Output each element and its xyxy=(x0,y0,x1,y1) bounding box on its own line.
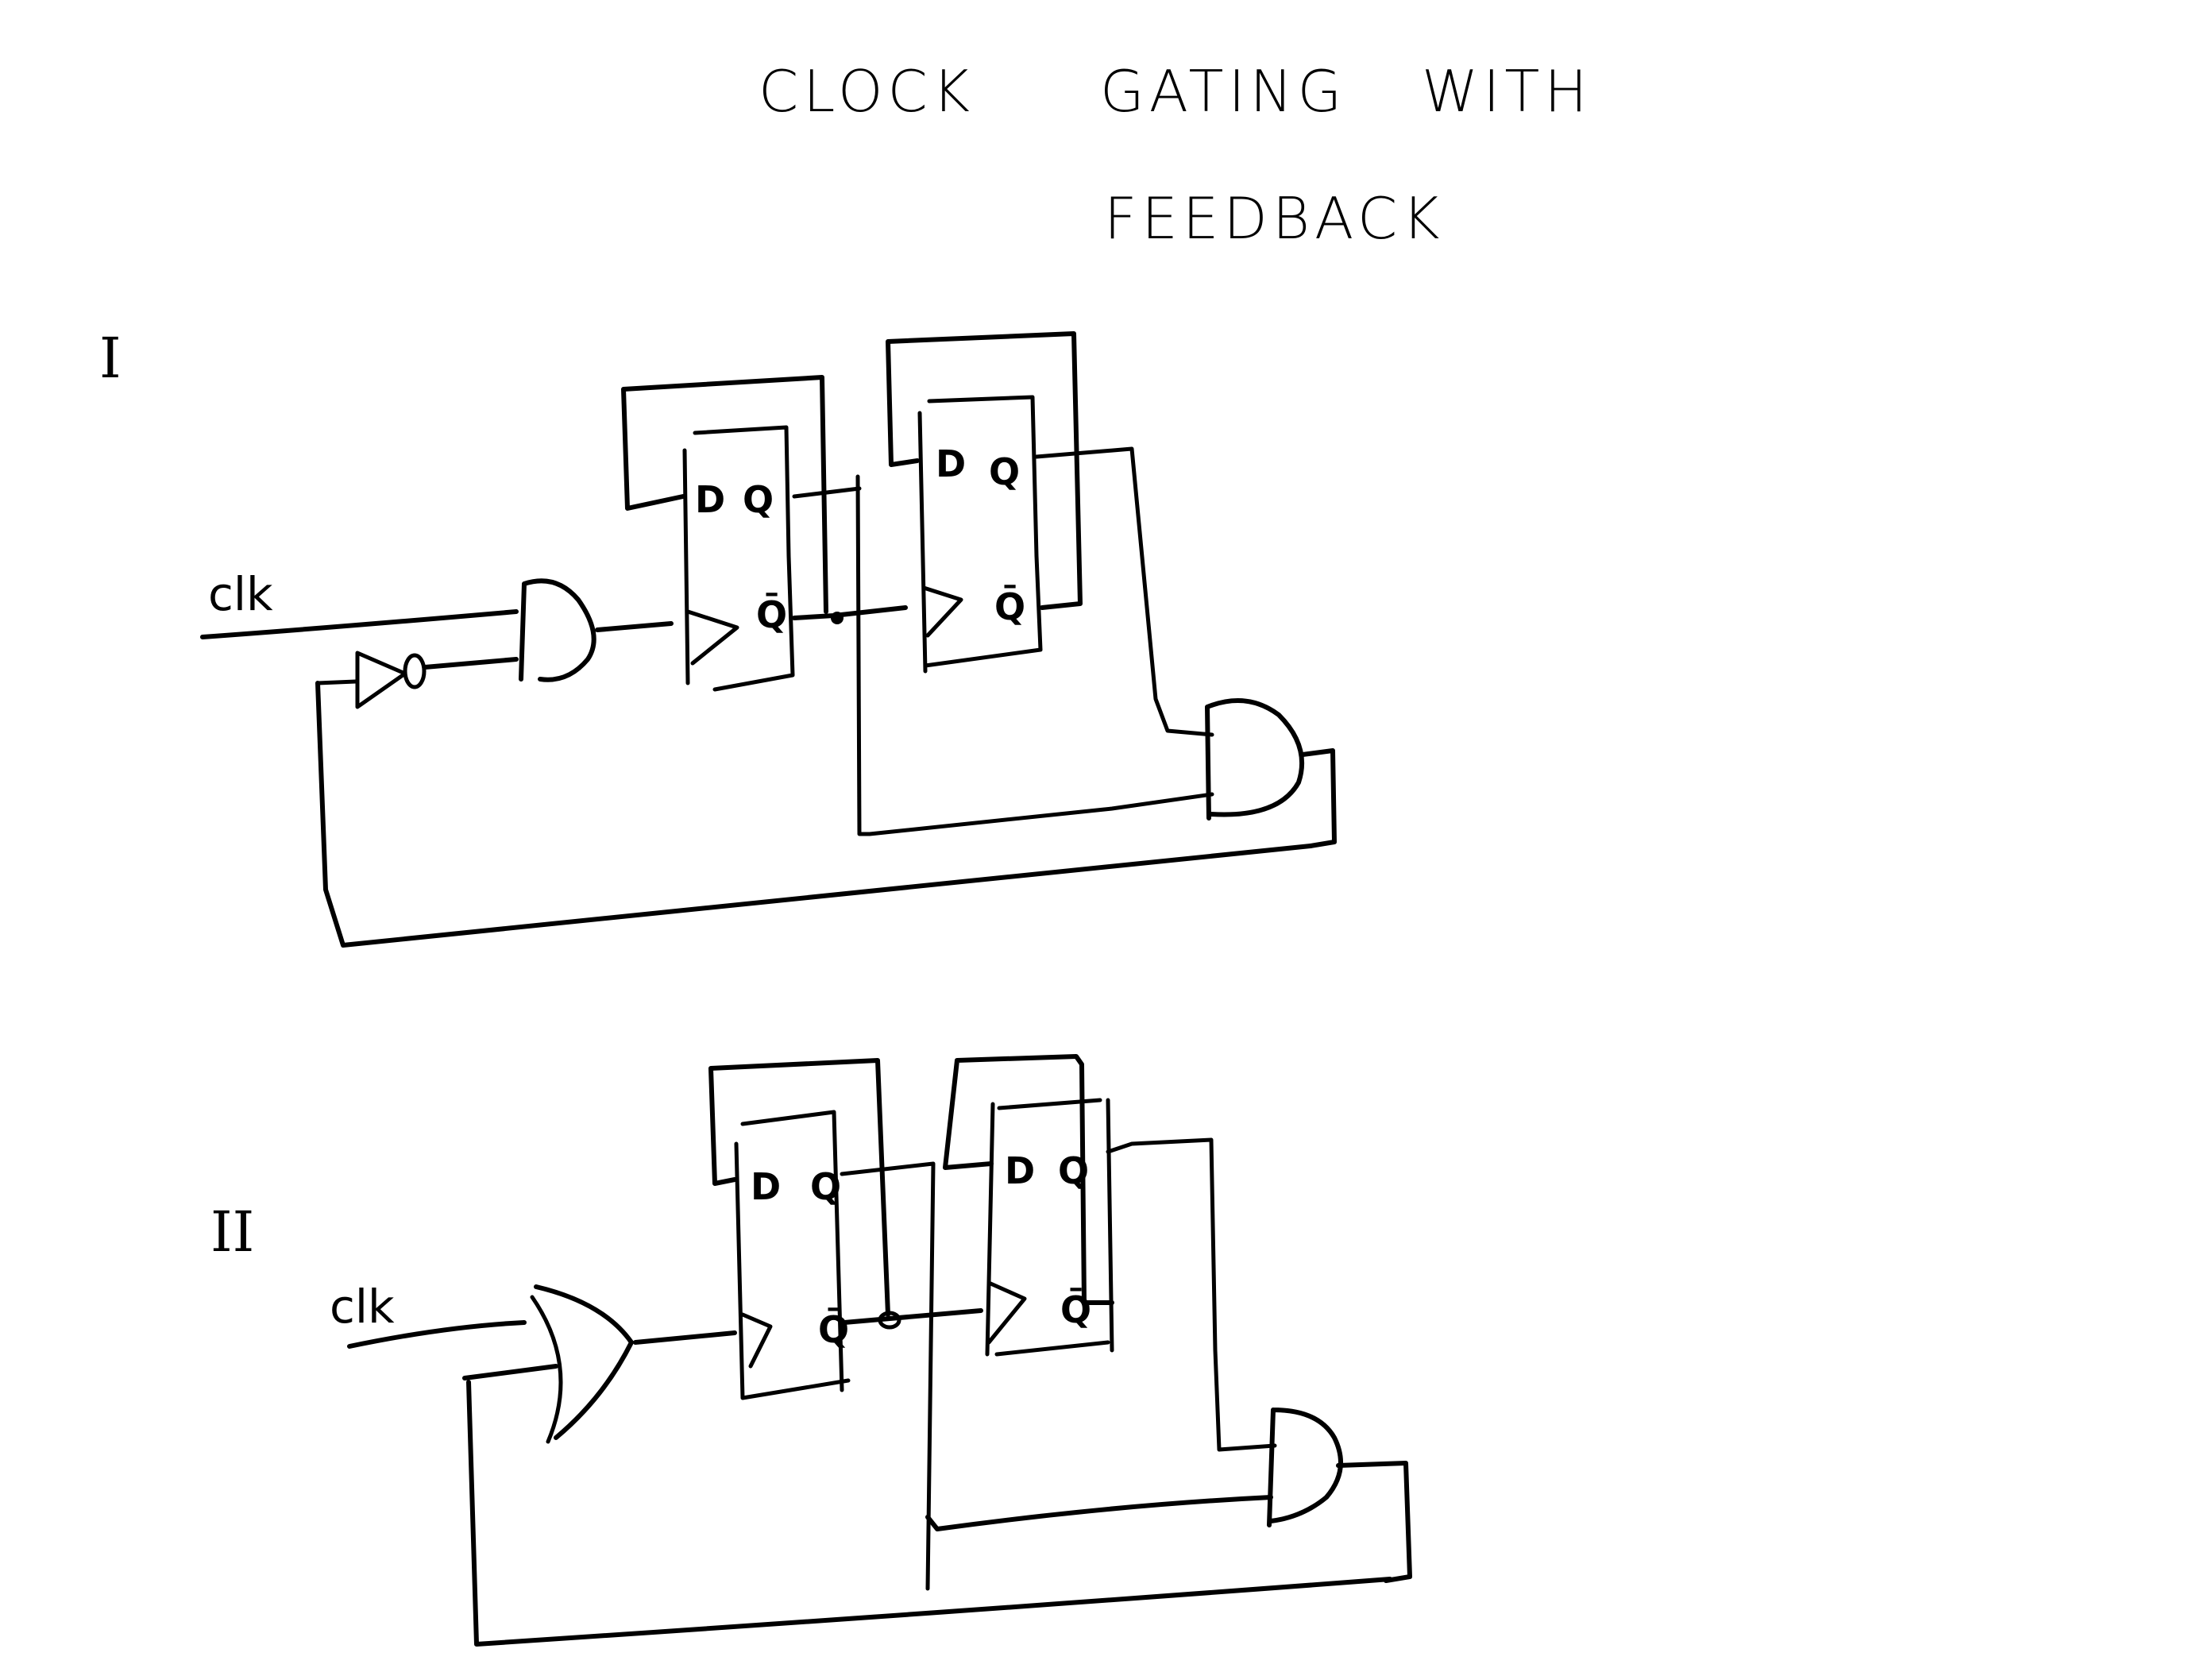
ff2-qbar-pin: Q̄ xyxy=(1060,1288,1091,1331)
circuit-2-ff1: D Q Q̄ xyxy=(708,1058,983,1591)
and-gate-icon xyxy=(1267,1407,1343,1527)
ff1-q-pin: Q xyxy=(743,478,774,521)
circuit-1-inverter-out-wire xyxy=(423,657,519,670)
title-word-clock: CLOCK xyxy=(759,58,975,125)
circuit-1-ff1: D Q Q̄ xyxy=(621,375,908,692)
circuit-2-ff2: D Q Q̄ xyxy=(943,1054,1277,1452)
and-gate-icon xyxy=(1205,698,1305,821)
ff2-box xyxy=(917,395,1043,674)
title-word-gating: GATING xyxy=(1100,58,1346,125)
circuit-2-clk-wire xyxy=(347,1320,527,1349)
ff1-q-pin: Q xyxy=(810,1165,841,1208)
circuit-1-feedback-and-gate xyxy=(1205,698,1337,848)
ff1-clock-triangle-icon xyxy=(740,1312,773,1369)
or-gate-icon xyxy=(534,1284,634,1440)
ff1-q-out-wire xyxy=(792,486,862,499)
ff1-q-out-wire xyxy=(840,1161,936,1591)
ff2-q-out-wire xyxy=(1106,1137,1277,1452)
ff2-clock-triangle-icon xyxy=(921,585,963,638)
circuit-1-clk-wire xyxy=(200,609,519,639)
circuit-1-feedback-return-wire xyxy=(315,681,1313,948)
ff2-d-pin: D xyxy=(936,442,966,485)
ff2-d-feedback-wire xyxy=(943,1054,1114,1305)
circuit-2-label: II xyxy=(210,1199,254,1265)
circuit-2-feedback-and-gate xyxy=(925,1407,1412,1583)
inverter-bubble-icon xyxy=(403,653,427,689)
circuit-1-clk-label: clk xyxy=(208,567,273,621)
circuit-1-inverter-in-wire xyxy=(315,679,358,693)
or-gate-back-icon xyxy=(530,1295,563,1444)
ff1-d-pin: D xyxy=(751,1165,781,1208)
circuit-2-and-in-b-wire xyxy=(925,1495,1273,1531)
ff1-box xyxy=(734,1110,851,1400)
circuit-1: I clk D Q Q̄ xyxy=(99,326,1337,948)
ff2-d-feedback-wire xyxy=(886,331,1083,610)
title: CLOCK GATING WITH FEEDBACK xyxy=(759,58,1592,252)
ff1-qbar-pin: Q̄ xyxy=(756,593,787,636)
circuit-2-clock-or-gate xyxy=(462,1284,737,1444)
ff1-qbar-out-wire xyxy=(792,605,908,620)
ff1-box xyxy=(682,425,795,692)
circuit-2: II clk D Q Q̄ D Q Q̄ xyxy=(210,1054,1412,1647)
ff2-q-pin: Q xyxy=(989,450,1020,493)
ff1-qbar-out-wire xyxy=(842,1308,983,1325)
circuit-2-feedback-return-wire xyxy=(466,1380,1392,1647)
ff1-clock-triangle-icon xyxy=(685,609,739,666)
circuit-2-gated-clk-wire xyxy=(633,1330,737,1345)
circuit-1-clock-and-gate xyxy=(519,578,674,682)
ff1-d-feedback-wire xyxy=(708,1058,890,1317)
circuit-1-gated-clk-wire xyxy=(595,621,674,632)
circuit-1-inverter xyxy=(315,651,519,709)
title-word-feedback: FEEDBACK xyxy=(1104,185,1444,252)
ff2-q-out-wire xyxy=(1034,446,1214,737)
ff2-d-pin: D xyxy=(1005,1149,1035,1192)
circuit-2-and-out-wire xyxy=(1336,1461,1412,1583)
ff2-clock-triangle-icon xyxy=(986,1280,1027,1345)
ff2-qbar-pin: Q̄ xyxy=(994,585,1025,628)
circuit-2-clk-label: clk xyxy=(330,1280,395,1334)
ff1-qbar-pin: Q̄ xyxy=(818,1307,849,1351)
ff1-d-feedback-wire xyxy=(621,375,828,614)
circuit-1-label: I xyxy=(99,326,122,391)
ff2-box xyxy=(985,1098,1114,1357)
circuit-1-ff2: D Q Q̄ xyxy=(886,331,1214,737)
and-gate-icon xyxy=(519,578,596,682)
junction-dot xyxy=(878,1311,901,1330)
circuit-1-ff1-q-to-and-wire xyxy=(855,474,1214,836)
title-word-with: WITH xyxy=(1422,58,1592,125)
junction-dot xyxy=(831,612,843,624)
circuit-2-or-feedback-in-wire xyxy=(462,1364,558,1380)
circuit-1-and-out-wire xyxy=(1300,748,1337,848)
ff1-d-pin: D xyxy=(695,478,725,521)
inverter-triangle-icon xyxy=(355,651,407,709)
